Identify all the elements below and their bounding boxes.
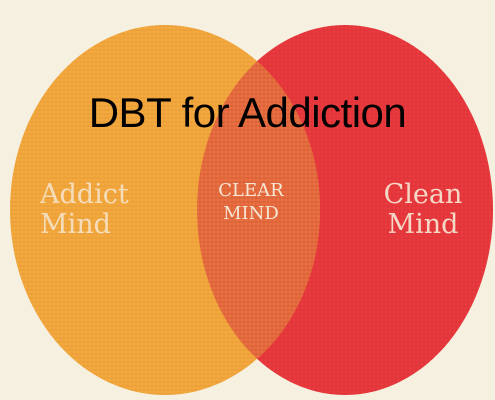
clean-mind-line1: Clean (383, 179, 463, 210)
clean-mind-label: Clean Mind (378, 180, 468, 239)
clear-mind-line2: MIND (223, 202, 279, 224)
addict-mind-line2: Mind (40, 208, 111, 240)
clear-mind-line1: CLEAR (218, 180, 284, 201)
clear-mind-label: CLEAR MIND (206, 180, 296, 225)
addict-mind-label: Addict Mind (40, 180, 129, 239)
addict-mind-line1: Addict (40, 179, 129, 210)
left-circle-texture (10, 25, 320, 395)
diagram-title: DBT for Addiction (88, 89, 407, 136)
clean-mind-line2: Mind (387, 208, 459, 240)
